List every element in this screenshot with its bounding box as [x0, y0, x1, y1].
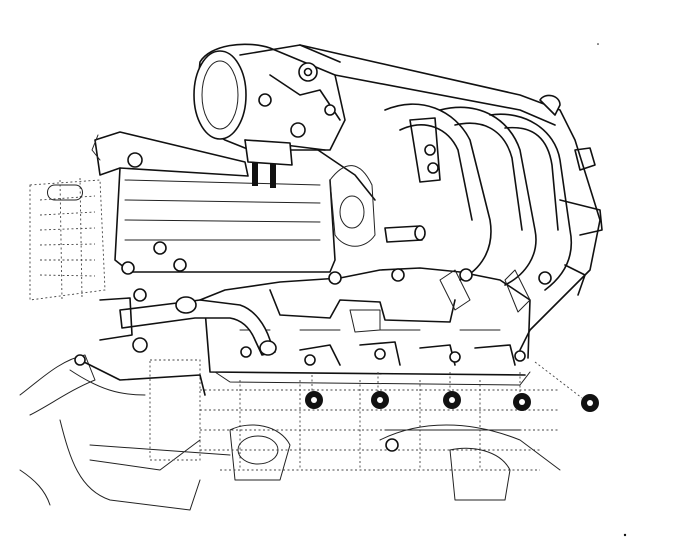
nut-1	[305, 375, 323, 409]
coolant-pipe	[99, 288, 277, 356]
nut-2	[371, 372, 389, 409]
lower-hose	[69, 354, 206, 396]
manifold-nuts	[305, 361, 599, 412]
manifold-flange	[199, 267, 552, 386]
nut-4	[513, 372, 531, 411]
throttle-body	[193, 43, 376, 201]
nut-3	[443, 372, 461, 409]
left-bracket	[91, 131, 336, 275]
center-stud	[384, 225, 426, 243]
manifold-plenum	[299, 44, 603, 351]
engine-block-background	[19, 177, 561, 511]
manifold-runners	[384, 103, 572, 291]
nut-5	[534, 361, 599, 412]
stray-marks	[597, 43, 627, 537]
